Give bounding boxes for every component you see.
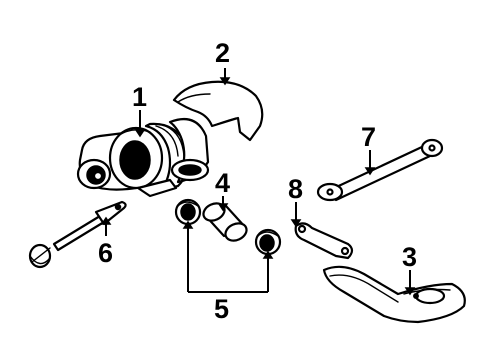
part-2-heat-shield [172,80,264,142]
callout-5: 5 [214,294,229,324]
part-5-clamp-right [254,228,282,256]
callout-6: 6 [98,238,113,268]
part-7-strap [316,138,444,202]
part-8-bracket [294,222,354,260]
leader-lines [100,68,416,296]
callout-2: 2 [215,38,230,68]
part-3-duct [322,265,466,324]
callout-1: 1 [132,82,147,112]
callout-7: 7 [361,122,376,152]
callout-8: 8 [288,174,303,204]
part-5-clamp-left [174,198,202,226]
callout-3: 3 [402,242,417,272]
callout-4: 4 [215,168,230,198]
part-1-intake-assembly [76,118,210,198]
